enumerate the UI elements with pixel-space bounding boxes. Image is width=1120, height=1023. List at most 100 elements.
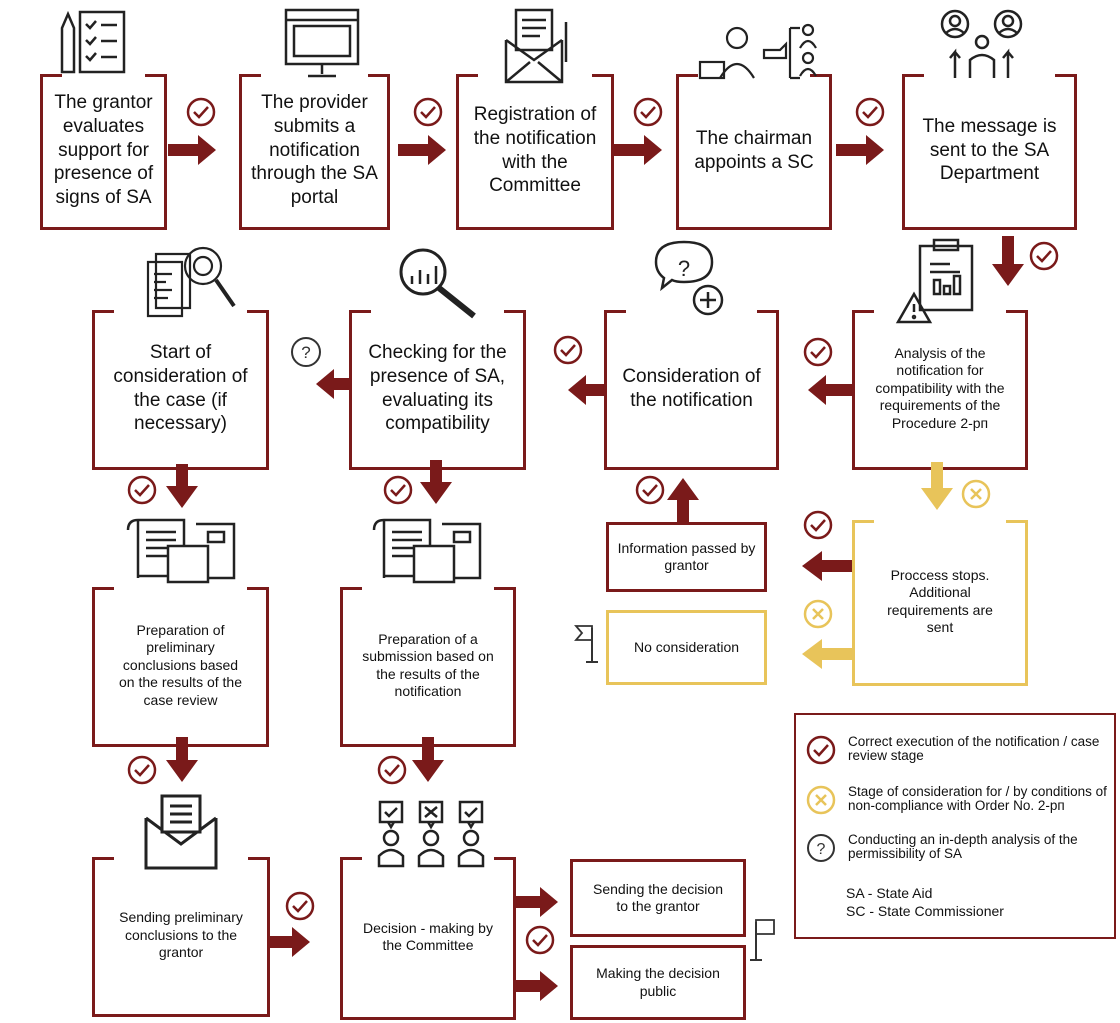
step-preliminary-conclusions: Preparation of preliminary conclusions b…	[92, 587, 269, 747]
arrow-down-1	[992, 236, 1024, 286]
clipboard-chart-icon	[895, 238, 974, 324]
people-transfer-icon	[940, 9, 1023, 78]
step-label: The message is sent to the SA Department	[922, 115, 1057, 185]
legend-question-row: ? Conducting an in-depth analysis of the…	[806, 832, 1108, 863]
voting-committee-icon	[377, 800, 485, 868]
documents-icon	[126, 518, 236, 584]
arrow-right-4	[836, 135, 884, 165]
flag-icon-2	[750, 919, 775, 961]
step-grantor-evaluates: The grantor evaluates support for presen…	[40, 74, 167, 230]
step-label: Consideration of the notification	[622, 365, 761, 411]
check-icon	[383, 475, 413, 505]
step-preparation-submission: Preparation of a submission based on the…	[340, 587, 516, 747]
svg-text:?: ?	[301, 343, 310, 362]
cross-circle-icon	[806, 785, 836, 815]
magnifier-chart-icon	[399, 248, 476, 319]
arrow-right-6	[513, 887, 558, 917]
arrow-left-2	[568, 375, 605, 405]
step-chairman-appoints: The chairman appoints a SC	[676, 74, 832, 230]
arrow-left-dark	[802, 551, 852, 581]
step-decision-making: Decision - making by the Committee	[340, 857, 516, 1020]
step-label: Decision - making by the Committee	[363, 919, 493, 954]
arrow-left-yellow	[802, 639, 852, 669]
svg-text:?: ?	[678, 256, 690, 281]
check-circle-icon	[806, 735, 836, 765]
question-chat-icon: ?	[654, 240, 724, 316]
checklist-icon	[60, 10, 126, 74]
step-message-sent: The message is sent to the SA Department	[902, 74, 1077, 230]
check-icon	[1029, 241, 1059, 271]
step-no-consideration: No consideration	[606, 610, 767, 685]
step-consideration-notification: Consideration of the notification	[604, 310, 779, 470]
monitor-icon	[284, 8, 360, 78]
check-icon	[803, 337, 833, 367]
step-label: Making the decision public	[596, 965, 720, 999]
step-label: The provider submits a notification thro…	[251, 92, 378, 209]
arrow-down-5	[412, 737, 444, 782]
step-label: Registration of the notification with th…	[473, 104, 597, 197]
check-icon	[127, 755, 157, 785]
legend-cross-text: Stage of consideration for / by conditio…	[848, 784, 1107, 814]
arrow-up	[667, 478, 699, 524]
step-label: Analysis of the notification for compati…	[875, 344, 1005, 431]
arrow-down-yellow	[921, 462, 953, 510]
step-process-stops: Proccess stops. Additional requirements …	[852, 520, 1028, 686]
step-start-consideration: Start of consideration of the case (if n…	[92, 310, 269, 470]
question-circle-icon: ?	[807, 834, 835, 862]
legend-question-text: Conducting an in-depth analysis of the p…	[848, 832, 1078, 862]
arrow-down-2	[166, 464, 198, 508]
chairman-appoints-icon	[698, 23, 817, 80]
step-label: Sending the decision to the grantor	[593, 880, 723, 915]
cross-icon	[803, 599, 833, 629]
legend: Correct execution of the notification / …	[794, 713, 1116, 939]
question-icon: ?	[291, 337, 321, 367]
arrow-right-5	[270, 927, 310, 957]
arrow-down-4	[166, 737, 198, 782]
step-label: Preparation of a submission based on the…	[362, 630, 494, 700]
legend-check-text: Correct execution of the notification / …	[848, 734, 1100, 764]
document-search-icon	[146, 246, 236, 318]
arrow-right-2	[398, 135, 446, 165]
legend-abbr-sc: SC - State Commissioner	[846, 903, 1004, 919]
flag-icon	[574, 625, 598, 663]
step-sending-conclusions: Sending preliminary conclusions to the g…	[92, 857, 270, 1017]
check-icon	[285, 891, 315, 921]
step-label: The chairman appoints a SC	[694, 127, 814, 173]
arrow-right-1	[168, 135, 216, 165]
check-icon	[377, 755, 407, 785]
check-icon	[553, 335, 583, 365]
step-provider-submits: The provider submits a notification thro…	[239, 74, 390, 230]
arrow-right-7	[513, 971, 558, 1001]
documents-icon	[372, 518, 482, 584]
legend-abbr-sa: SA - State Aid	[846, 885, 933, 901]
step-making-public: Making the decision public	[570, 945, 746, 1020]
step-label: The grantor evaluates support for presen…	[53, 92, 154, 209]
check-icon	[525, 925, 555, 955]
step-information-passed: Information passed by grantor	[606, 522, 767, 592]
check-icon	[186, 97, 216, 127]
step-label: Proccess stops. Additional requirements …	[887, 566, 993, 636]
check-icon	[803, 510, 833, 540]
arrow-down-3	[420, 460, 452, 504]
mail-document-icon	[504, 8, 568, 84]
step-label: Checking for the presence of SA, evaluat…	[368, 342, 507, 435]
check-icon	[855, 97, 885, 127]
step-checking-sa: Checking for the presence of SA, evaluat…	[349, 310, 526, 470]
step-analysis-notification: Analysis of the notification for compati…	[852, 310, 1028, 470]
step-label: Start of consideration of the case (if n…	[113, 342, 248, 435]
check-icon	[127, 475, 157, 505]
arrow-left-3	[316, 369, 350, 399]
step-label: No consideration	[633, 638, 740, 655]
step-sending-decision: Sending the decision to the grantor	[570, 859, 746, 937]
legend-cross-row: Stage of consideration for / by conditio…	[806, 784, 1108, 815]
svg-text:?: ?	[817, 841, 826, 858]
arrow-left-1	[808, 375, 855, 405]
envelope-icon	[144, 794, 218, 870]
step-label: Sending preliminary conclusions to the g…	[119, 909, 243, 961]
step-label: Preparation of preliminary conclusions b…	[119, 621, 242, 708]
check-icon	[633, 97, 663, 127]
arrow-right-3	[614, 135, 662, 165]
legend-check-row: Correct execution of the notification / …	[806, 734, 1108, 765]
check-icon	[635, 475, 665, 505]
